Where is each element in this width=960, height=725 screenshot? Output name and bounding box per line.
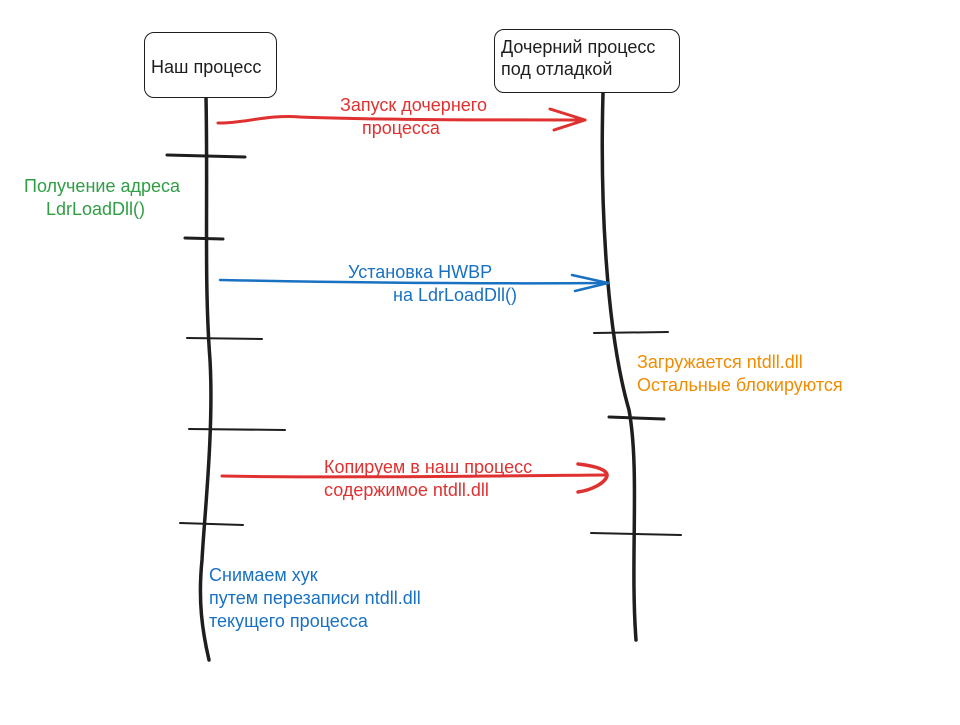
- message-copy-ntdll-line1: Копируем в наш процесс: [324, 457, 533, 477]
- note-ntdll-loaded-line2: Остальные блокируются: [637, 375, 843, 395]
- left-lifeline: [198, 95, 213, 662]
- arrow-copy-ntdll: [220, 462, 609, 494]
- actor-our-process-label: Наш процесс: [151, 57, 262, 77]
- note-get-address-line2: LdrLoadDll(): [46, 199, 146, 219]
- note-ntdll-loaded-line1: Загружается ntdll.dll: [637, 352, 803, 372]
- actor-child-process-label-2: под отладкой: [501, 59, 613, 79]
- actor-our-process: Наш процесс: [144, 32, 277, 98]
- message-set-hwbp-line1: Установка HWBP: [348, 262, 493, 282]
- right-ticks: [590, 331, 682, 536]
- note-get-address-line1: Получение адреса: [24, 176, 180, 196]
- message-launch-child-line1: Запуск дочернего: [340, 95, 487, 115]
- note-remove-hook-line3: текущего процесса: [209, 611, 368, 631]
- left-ticks: [165, 153, 286, 526]
- arrow-set-hwbp: [218, 273, 610, 293]
- arrow-launch-child: [216, 107, 587, 132]
- actor-child-process: Дочерний процесс под отладкой: [494, 29, 680, 93]
- message-launch-child-line2: процесса: [362, 118, 440, 138]
- right-lifeline: [600, 91, 638, 642]
- note-remove-hook-line2: путем перезаписи ntdll.dll: [209, 588, 421, 608]
- note-remove-hook-line1: Снимаем хук: [209, 565, 318, 585]
- message-copy-ntdll-line2: содержимое ntdll.dll: [324, 480, 489, 500]
- actor-child-process-label-1: Дочерний процесс: [501, 37, 656, 57]
- message-set-hwbp-line2: на LdrLoadDll(): [393, 285, 517, 305]
